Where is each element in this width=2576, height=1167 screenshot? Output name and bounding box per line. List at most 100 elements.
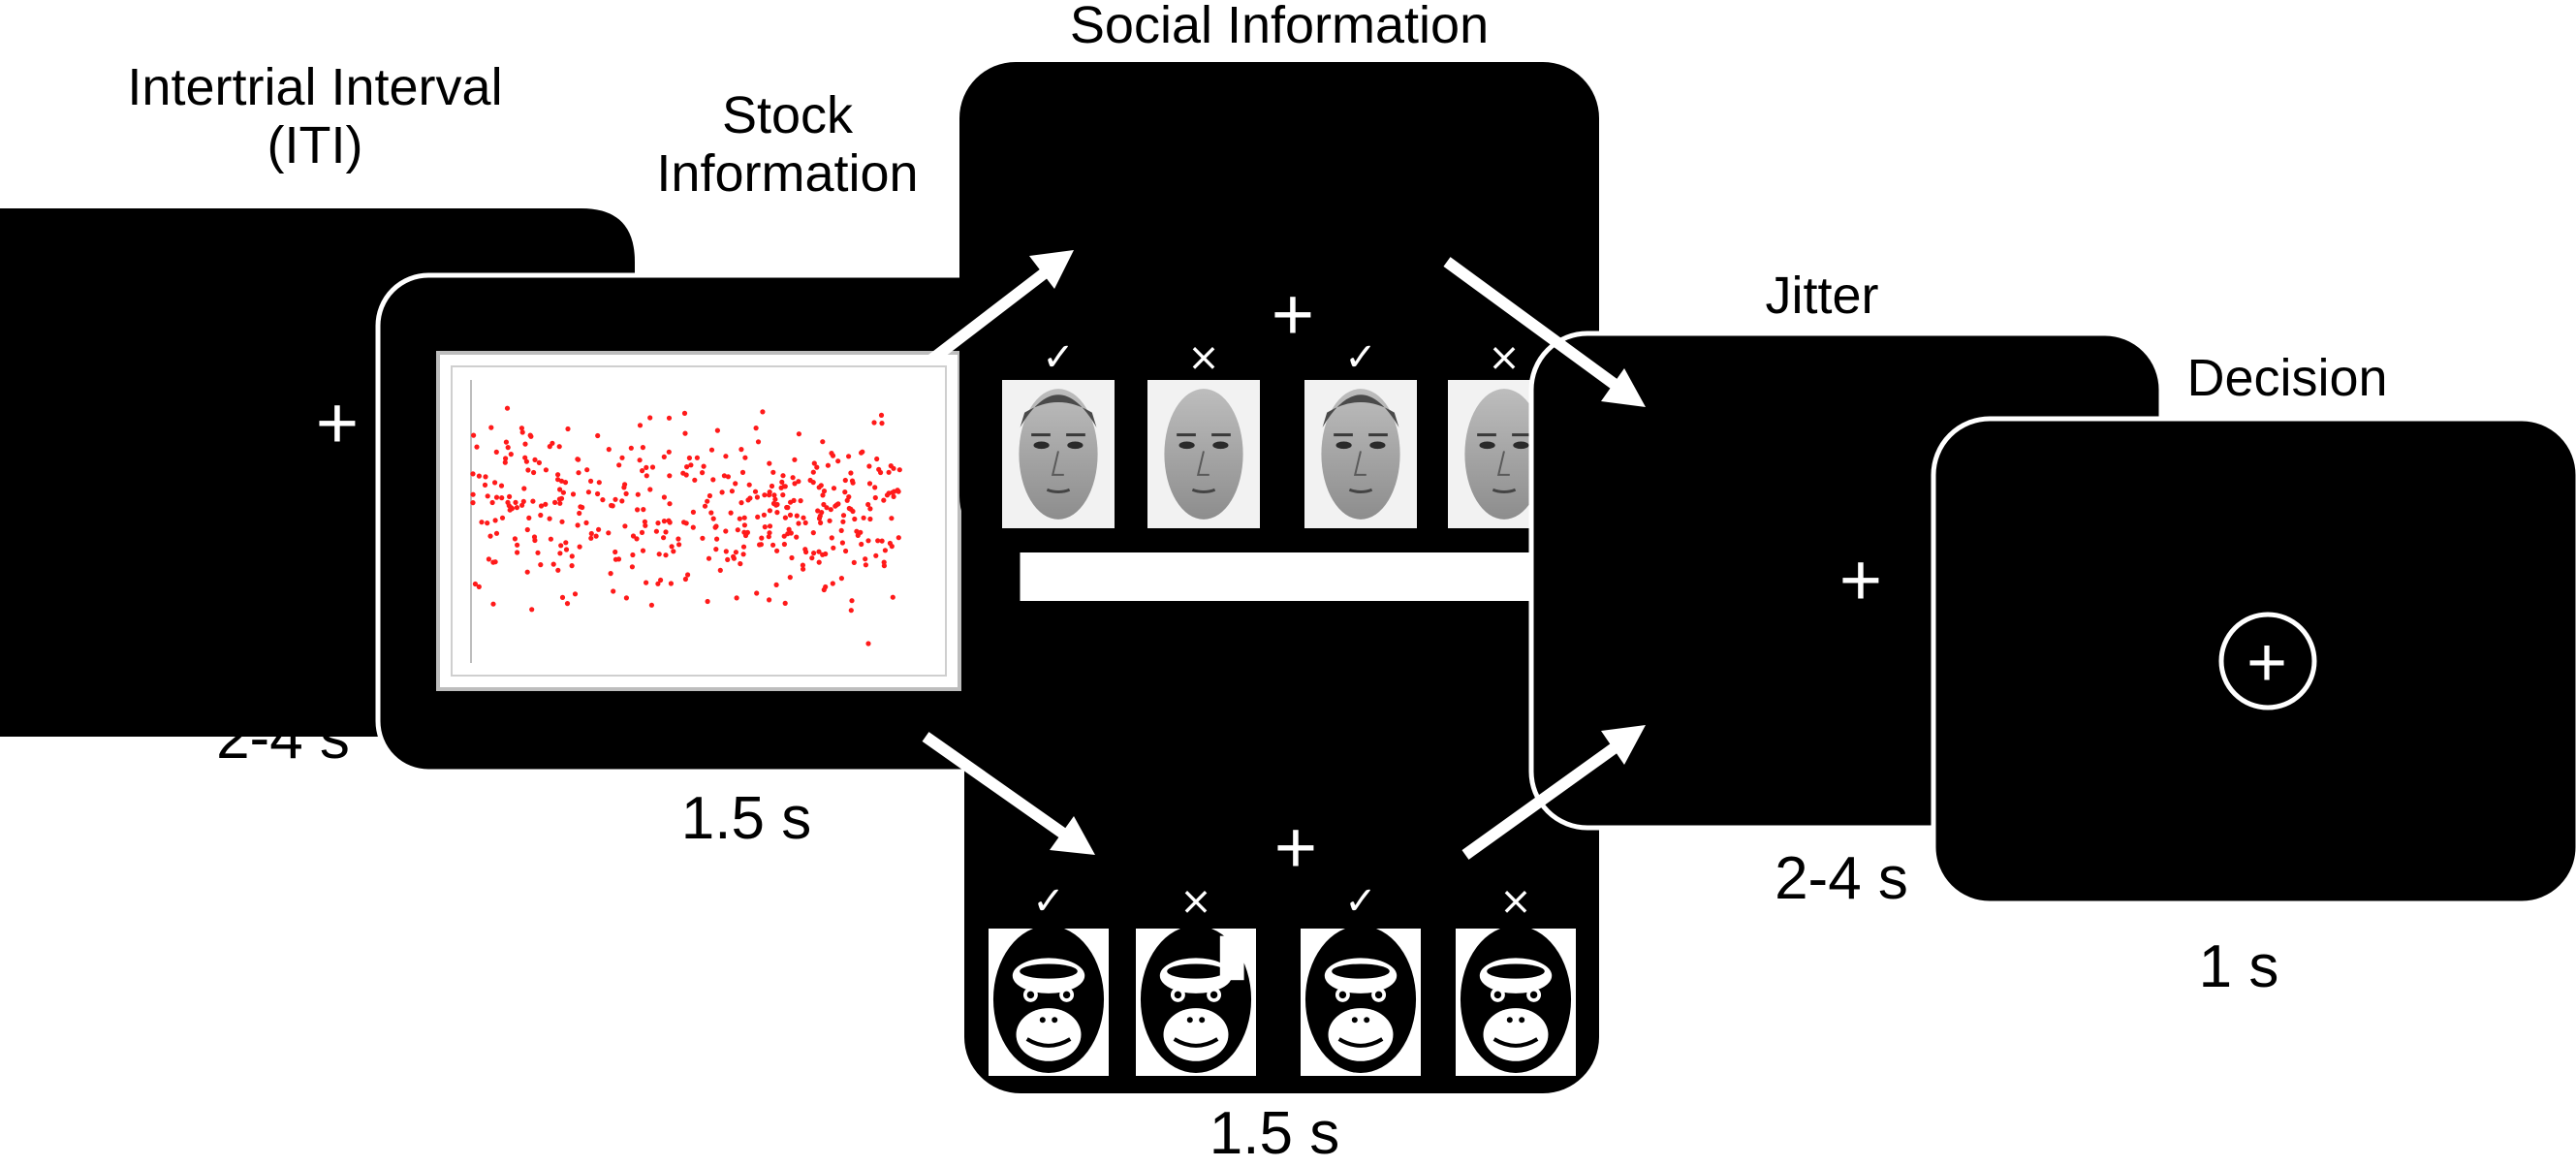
scatter-point [661,494,668,500]
scatter-point [770,542,776,548]
scatter-point [772,496,778,502]
decision-fixation-cross: + [2246,624,2287,702]
scatter-point [518,426,525,431]
scatter-point [700,470,706,476]
scatter-point [723,528,729,534]
scatter-point [488,425,494,430]
flow-arrows [922,250,1646,860]
scatter-point [564,601,571,607]
scatter-point [584,467,590,473]
scatter-point [767,523,773,529]
scatter-point [600,497,606,503]
scatter-point [810,469,816,475]
scatter-point [685,572,691,578]
scatter-point [840,519,846,524]
scatter-point [872,485,878,490]
scatter-point [852,516,858,522]
scatter-point [479,520,485,525]
scatter-point [619,498,625,504]
scatter-point [668,581,675,586]
scatter-point [796,520,801,526]
scatter-point [802,547,808,552]
scatter-point [596,526,602,532]
scatter-point [835,458,841,464]
scatter-point [575,522,581,528]
scatter-point [871,420,877,426]
scatter-point [622,523,628,529]
scatter-point [821,501,827,508]
scatter-point [531,534,538,540]
scatter-point [547,444,552,450]
scatter-point [859,541,864,548]
scatter-point [663,529,669,535]
scatter-point [504,405,511,411]
scatter-point [739,469,746,475]
scatter-point [849,598,855,604]
scatter-point [648,602,655,608]
human-face-image [1304,380,1417,528]
scatter-point [710,516,716,521]
scatter-point [621,485,627,490]
scatter-point [503,439,510,445]
scatter-point [661,519,668,524]
scatter-point [522,455,528,460]
scatter-point [526,515,532,521]
scatter-point [863,562,869,568]
scatter-point [483,474,488,480]
scatter-point [524,526,530,533]
scatter-point [816,559,822,565]
scatter-point [572,591,579,597]
social-duration: 1.5 s [1209,1100,1340,1167]
scatter-point [741,522,748,528]
scatter-point [831,545,836,551]
scatter-point [647,487,653,492]
scatter-point [843,548,849,554]
scatter-point [623,595,630,601]
scatter-point [820,492,826,498]
scatter-point [502,459,508,465]
scatter-point [530,498,536,504]
scatter-point [557,500,563,506]
scatter-point [616,462,622,468]
scatter-point [658,577,664,584]
scatter-point [508,505,515,511]
arrow-human-to-jitter [1443,257,1646,407]
scatter-point [818,520,824,526]
scatter-point [505,499,511,506]
scatter-point [669,544,675,550]
scatter-point [725,474,732,480]
scatter-point [714,536,720,542]
scatter-point [733,550,739,555]
scatter-point [692,477,698,483]
scatter-point [472,581,478,587]
scatter-point [863,556,868,562]
scatter-point [690,509,697,516]
scatter-point [738,561,743,567]
scatter-point [556,444,562,450]
scatter-point [529,607,535,613]
scatter-point [781,533,787,539]
scatter-point [858,529,864,535]
arrow-chimp-to-jitter [1461,725,1646,860]
scatter-point [562,480,569,486]
scatter-point [613,549,618,555]
scatter-point [707,492,713,499]
scatter-point [565,426,571,432]
scatter-point [890,489,895,495]
scatter-point [850,480,856,486]
scatter-point [532,457,538,462]
scatter-point [505,445,511,451]
scatter-point [878,412,885,418]
chimp-face-row: ✓×✓× [989,879,1576,1076]
scatter-point [831,486,837,491]
scatter-point [721,473,728,479]
scatter-point [801,566,806,572]
scatter-point [733,481,738,487]
scatter-point [595,490,601,497]
scatter-point [508,452,514,457]
scatter-point [816,516,823,521]
scatter-point [815,508,821,514]
scatter-point [790,475,796,481]
scatter-point [521,486,527,491]
